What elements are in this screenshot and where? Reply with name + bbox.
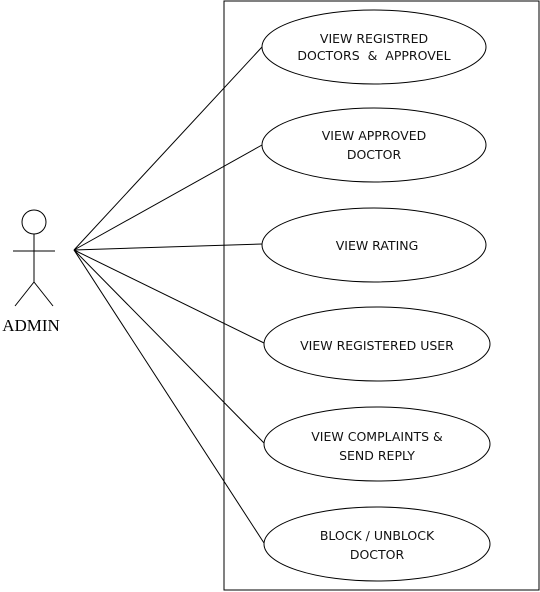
use-case-ellipse: [261, 9, 487, 85]
association-line: [73, 249, 265, 544]
association-line: [73, 249, 265, 344]
actor-head: [21, 209, 47, 235]
use-case-label-line: VIEW COMPLAINTS &: [311, 429, 443, 444]
actor-admin: [13, 209, 55, 307]
use-case-ellipse: [263, 306, 491, 382]
use-case-ellipse: [261, 207, 487, 283]
use-case-view-rating: VIEW RATING: [261, 207, 487, 283]
use-case-label-line: VIEW REGISTRED: [320, 31, 428, 46]
use-case-label-line: VIEW APPROVED: [322, 128, 426, 143]
association-line: [73, 243, 263, 251]
use-case-ellipse: [261, 107, 487, 183]
use-case-view-approved-doctor: VIEW APPROVED DOCTOR: [261, 107, 487, 183]
use-case-label-line: DOCTORS & APPROVEL: [297, 48, 450, 63]
association-line: [73, 144, 263, 251]
use-case-label-line: BLOCK / UNBLOCK: [320, 528, 435, 543]
use-case-label-line: VIEW REGISTERED USER: [300, 338, 454, 353]
use-case-label-line: SEND REPLY: [339, 448, 415, 463]
use-case-label-line: VIEW RATING: [336, 238, 419, 253]
actor-label: ADMIN: [2, 316, 60, 335]
association-line: [73, 249, 265, 444]
use-case-view-registered-doctors: VIEW REGISTRED DOCTORS & APPROVEL: [261, 9, 487, 85]
actor-right-leg: [33, 281, 54, 307]
associations: [73, 46, 265, 544]
use-case-block-unblock-doctor: BLOCK / UNBLOCK DOCTOR: [263, 506, 491, 582]
system-boundary: [223, 0, 540, 591]
actor-left-leg: [14, 281, 35, 307]
use-case-view-complaints-send-reply: VIEW COMPLAINTS & SEND REPLY: [263, 406, 491, 482]
use-case-view-registered-user: VIEW REGISTERED USER: [263, 306, 491, 382]
use-case-label-line: DOCTOR: [347, 147, 402, 162]
use-case-ellipse: [263, 506, 491, 582]
association-line: [73, 46, 263, 251]
use-case-ellipse: [263, 406, 491, 482]
use-case-label-line: DOCTOR: [350, 547, 405, 562]
